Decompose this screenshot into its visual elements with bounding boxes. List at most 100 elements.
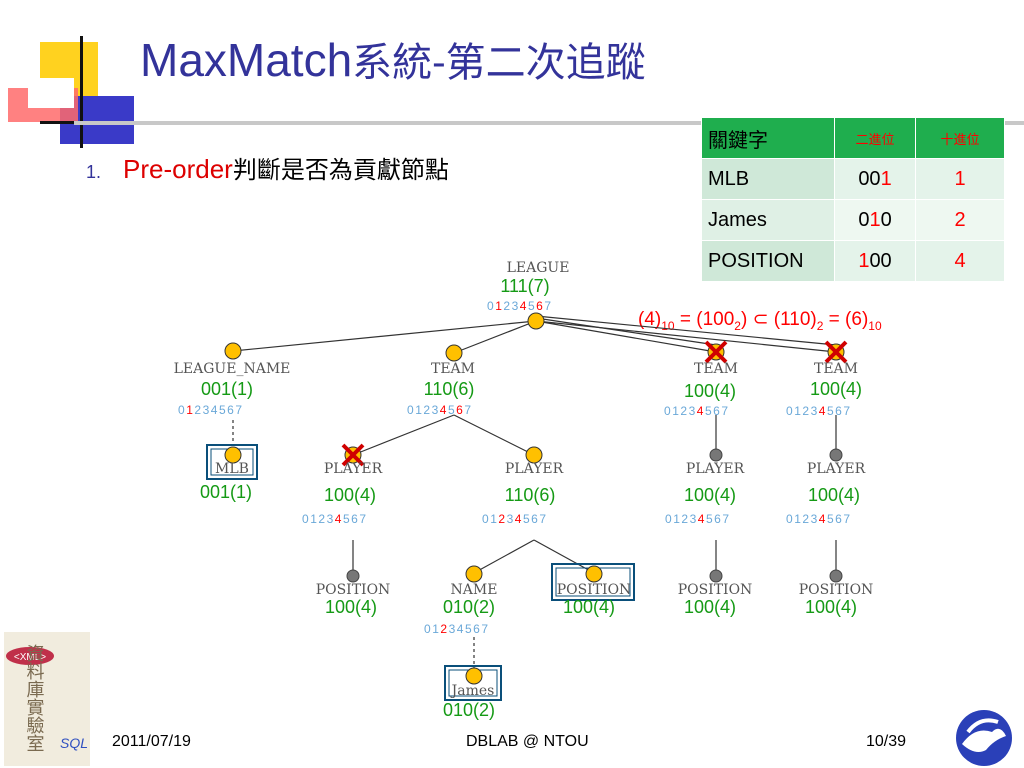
node-label-team-3: TEAM [814, 361, 858, 377]
bit-digit: 4 [819, 512, 827, 526]
bit-digit: 5 [523, 512, 531, 526]
formula-sub: 2 [734, 318, 741, 333]
bit-digit: 7 [539, 512, 547, 526]
bit-digits-league-name: 01234567 [178, 403, 244, 417]
cell-keyword: James [701, 199, 835, 241]
node-label-james: James [450, 683, 495, 699]
cross-mark-team-2 [704, 340, 728, 364]
bit-digit: 1 [432, 622, 440, 636]
bit-digit: 1 [415, 403, 423, 417]
logo-chinese-text: 資料庫實驗室 [24, 644, 45, 752]
bit-digits-team-3: 01234567 [786, 404, 852, 418]
bullet-number: 1. [86, 162, 102, 182]
node-value-team-2: 100(4) [684, 381, 736, 401]
cell-binary: 001 [834, 158, 916, 200]
bit-digit: 6 [835, 512, 843, 526]
bit-digit: 2 [681, 512, 689, 526]
bit-digit: 6 [473, 622, 481, 636]
edge [453, 414, 535, 456]
bit-digit: 7 [843, 512, 851, 526]
node-label-player-2: PLAYER [505, 461, 564, 477]
bit-digit: 0 [178, 403, 186, 417]
bit-digit: 3 [203, 403, 211, 417]
node-player-2 [525, 446, 543, 464]
edge [352, 414, 455, 456]
bit-digit: 5 [706, 512, 714, 526]
bit-digit: 2 [503, 299, 511, 313]
title-en: MaxMatch [140, 34, 353, 86]
university-emblem [956, 710, 1012, 766]
bit-digit: 3 [449, 622, 457, 636]
bit-digit: 2 [318, 512, 326, 526]
bit-digits-team-2: 01234567 [664, 404, 730, 418]
bit-digits-player-4: 01234567 [786, 512, 852, 526]
bit-digits-name: 01234567 [424, 622, 490, 636]
node-james [465, 667, 483, 685]
bit-digit: 5 [827, 512, 835, 526]
node-value-player-4: 100(4) [808, 485, 860, 505]
formula-part: = (6) [823, 309, 869, 330]
node-mlb [224, 446, 242, 464]
bit-digit: 6 [713, 404, 721, 418]
cell-decimal: 4 [915, 240, 1005, 282]
node-label-league: LEAGUE [507, 260, 570, 276]
bit-digit: 4 [211, 403, 219, 417]
bit-digit: 2 [498, 512, 506, 526]
bit-digit: 4 [520, 299, 528, 313]
node-label-player-3: PLAYER [686, 461, 745, 477]
bit-digit: 1 [794, 512, 802, 526]
node-value-league-name: 001(1) [201, 379, 253, 399]
node-value-position-3: 100(4) [684, 597, 736, 617]
node-value-james: 010(2) [443, 700, 495, 720]
bit-digit: 0 [786, 404, 794, 418]
edge [453, 320, 537, 354]
bit-digit: 7 [481, 622, 489, 636]
bit-digits-team-1: 01234567 [407, 403, 473, 417]
cell-keyword: POSITION [701, 240, 835, 282]
node-name [465, 565, 483, 583]
node-value-player-3: 100(4) [684, 485, 736, 505]
cell-binary: 100 [834, 240, 916, 282]
node-label-team-1: TEAM [431, 361, 475, 377]
table-row: MLB 001 1 [701, 158, 1005, 200]
bit-digit: 7 [464, 403, 472, 417]
bit-digit: 0 [482, 512, 490, 526]
bit-digit: 0 [665, 512, 673, 526]
bit-digit: 1 [672, 404, 680, 418]
subset-formula: (4)10 = (1002) ⊂ (110)2 = (6)10 [638, 308, 882, 333]
edge [535, 317, 717, 346]
bit-digit: 0 [487, 299, 495, 313]
bit-digit: 7 [544, 299, 552, 313]
bit-digit: 3 [689, 404, 697, 418]
emblem-stroke [966, 718, 999, 734]
node-value-position-2: 100(4) [563, 597, 615, 617]
bullet-item: 1.Pre-order判斷是否為貢獻節點 [86, 150, 449, 185]
node-position-4 [829, 569, 843, 583]
header-decimal: 十進位 [915, 117, 1005, 159]
bit-digit: 0 [302, 512, 310, 526]
corner-horizontal-line [40, 121, 74, 124]
formula-sub: 10 [868, 318, 882, 333]
lab-logo: <XML> 資料庫實驗室 SQL [4, 632, 90, 766]
binary-part: 00 [858, 167, 881, 190]
bit-digit: 3 [690, 512, 698, 526]
bit-digit: 5 [465, 622, 473, 636]
bit-digits-player-2: 01234567 [482, 512, 548, 526]
bit-digit: 1 [310, 512, 318, 526]
bit-digit: 4 [819, 404, 827, 418]
node-value-team-3: 100(4) [810, 379, 862, 399]
bit-digit: 6 [531, 512, 539, 526]
bit-digit: 0 [424, 622, 432, 636]
bit-digit: 2 [802, 512, 810, 526]
bit-digit: 4 [698, 512, 706, 526]
highlight-box-james [444, 665, 502, 701]
highlight-box-position [551, 563, 635, 601]
bit-digit: 2 [680, 404, 688, 418]
bit-digit: 5 [219, 403, 227, 417]
table-row: POSITION 100 4 [701, 240, 1005, 282]
bit-digit: 5 [705, 404, 713, 418]
bit-digit: 0 [664, 404, 672, 418]
bit-digit: 4 [697, 404, 705, 418]
node-value-player-1: 100(4) [324, 485, 376, 505]
highlight-box-mlb [206, 444, 258, 480]
